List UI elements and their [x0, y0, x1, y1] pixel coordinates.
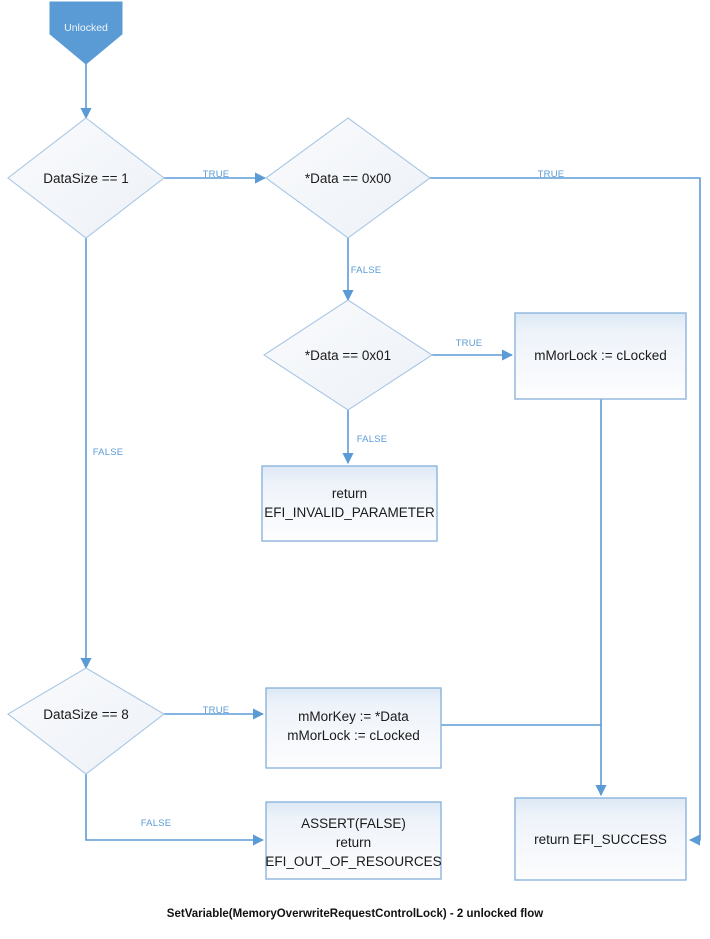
node-decision-datasize1: DataSize == 1 [7, 117, 165, 239]
edge-label-data0x00-false: FALSE [351, 265, 382, 276]
edge-label-data0x00-true: TRUE [538, 169, 565, 180]
process-label-mmorlock: mMorLock := cLocked [534, 348, 666, 363]
process-label-invalid-parameter-line1: return [332, 486, 367, 501]
process-label-assert-line1: ASSERT(FALSE) [301, 816, 406, 831]
process-box-invalid-parameter [261, 465, 438, 542]
node-process-invalid-parameter: return EFI_INVALID_PARAMETER [261, 465, 438, 542]
node-process-assert: ASSERT(FALSE) return EFI_OUT_OF_RESOURCE… [265, 801, 442, 880]
edge-label-datasize8-false: FALSE [141, 818, 172, 829]
decision-shape-data-0x00 [265, 117, 431, 239]
node-process-mmorkey: mMorKey := *Data mMorLock := cLocked [265, 687, 442, 769]
decision-label-datasize8: DataSize == 8 [43, 707, 129, 722]
node-start-unlocked: Unlocked [49, 1, 123, 65]
process-box-success [514, 797, 687, 881]
edge-label-datasize8-true: TRUE [203, 705, 230, 716]
node-decision-data-0x01: *Data == 0x01 [262, 299, 434, 411]
process-label-success: return EFI_SUCCESS [534, 832, 667, 847]
edge-label-datasize1-false: FALSE [93, 447, 124, 458]
decision-shape-data-0x01 [262, 299, 434, 411]
decision-label-data-0x00: *Data == 0x00 [305, 171, 391, 186]
process-label-assert-line3: EFI_OUT_OF_RESOURCES [265, 854, 441, 869]
process-label-mmorkey-line1: mMorKey := *Data [298, 709, 409, 724]
edge-label-data0x01-true: TRUE [456, 338, 483, 349]
edge-label-datasize1-true: TRUE [203, 169, 230, 180]
process-label-invalid-parameter-line2: EFI_INVALID_PARAMETER [264, 505, 435, 520]
process-box-mmorkey [265, 687, 442, 769]
process-label-mmorkey-line2: mMorLock := cLocked [287, 728, 419, 743]
node-process-mmorlock: mMorLock := cLocked [514, 312, 687, 400]
decision-label-data-0x01: *Data == 0x01 [305, 348, 391, 363]
node-decision-data-0x00: *Data == 0x00 [265, 117, 431, 239]
diagram-caption: SetVariable(MemoryOverwriteRequestContro… [166, 908, 544, 920]
edge-label-data0x01-false: FALSE [357, 434, 388, 445]
decision-label-datasize1: DataSize == 1 [43, 171, 129, 186]
edge-data0x00-true-to-success [430, 177, 701, 846]
node-decision-datasize8: DataSize == 8 [7, 667, 165, 775]
start-label: Unlocked [64, 22, 108, 34]
edge-datasize8-false-to-assert [85, 774, 265, 846]
node-process-success: return EFI_SUCCESS [514, 797, 687, 881]
process-label-assert-line2: return [336, 835, 371, 850]
process-box-mmorlock [514, 312, 687, 400]
decision-shape-datasize1 [7, 117, 165, 239]
start-shape [49, 1, 123, 65]
decision-shape-datasize8 [7, 667, 165, 775]
process-box-assert [265, 801, 442, 880]
